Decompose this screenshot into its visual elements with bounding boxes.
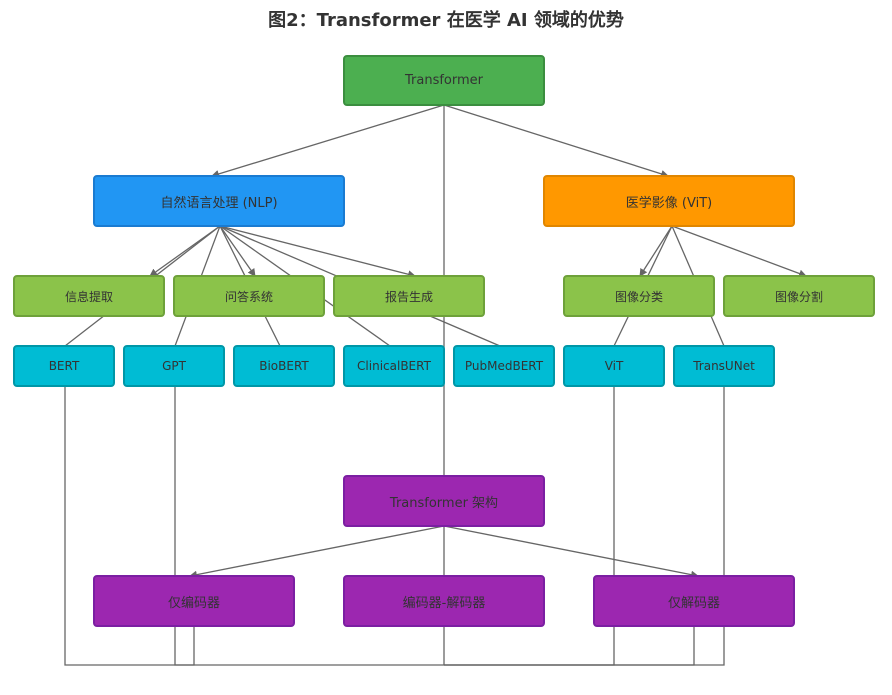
edge-vision-segmentation [671, 225, 807, 278]
node-image-segmentation: 图像分割 [723, 275, 875, 317]
node-medical-imaging: 医学影像 (ViT) [543, 175, 795, 227]
edge-root-vision [443, 104, 669, 178]
node-nlp: 自然语言处理 (NLP) [93, 175, 345, 227]
edge-arch-decoder [443, 525, 699, 579]
diagram-title: 图2：Transformer 在医学 AI 领域的优势 [268, 10, 624, 31]
node-report-generation: 报告生成 [333, 275, 485, 317]
node-gpt: GPT [123, 345, 225, 387]
node-biobert: BioBERT [233, 345, 335, 387]
node-image-classification: 图像分类 [563, 275, 715, 317]
route-gpt [174, 386, 695, 666]
node-transformer: Transformer [343, 55, 545, 106]
edge-nlp-report [219, 225, 416, 279]
node-transformer-architecture: Transformer 架构 [343, 475, 545, 527]
node-transunet: TransUNet [673, 345, 775, 387]
edge-root-nlp [211, 104, 445, 178]
node-qa-system: 问答系统 [173, 275, 325, 317]
edge-nlp-qa [219, 225, 256, 277]
node-pubmedbert: PubMedBERT [453, 345, 555, 387]
node-encoder-only: 仅编码器 [93, 575, 295, 627]
node-decoder-only: 仅解码器 [593, 575, 795, 627]
node-clinicalbert: ClinicalBERT [343, 345, 445, 387]
edge-vision-classification [639, 225, 673, 277]
route-bert [64, 386, 195, 666]
node-vit: ViT [563, 345, 665, 387]
edge-arch-encoder [189, 525, 445, 579]
route-transunet [444, 386, 725, 666]
node-info-extraction: 信息提取 [13, 275, 165, 317]
node-bert: BERT [13, 345, 115, 387]
node-encoder-decoder: 编码器-解码器 [343, 575, 545, 627]
